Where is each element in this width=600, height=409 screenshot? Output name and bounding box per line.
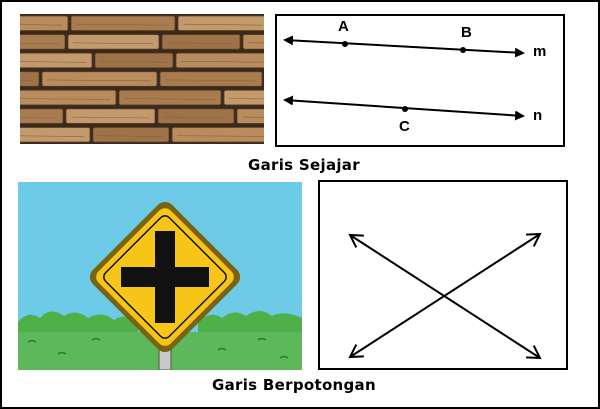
label-a: A: [338, 18, 349, 35]
caption-parallel: Garis Sejajar: [248, 156, 360, 174]
caption-intersecting: Garis Berpotongan: [212, 376, 376, 394]
label-c: C: [399, 118, 410, 135]
crossroad-sign-image: [18, 182, 302, 370]
parallel-lines-diagram: A B C m n: [275, 14, 565, 147]
wood-planks-image: [20, 14, 264, 144]
point-c: [402, 106, 408, 112]
line-intersect-2: [348, 232, 542, 359]
sign-cross-horizontal: [121, 267, 209, 287]
sign-diamond: [89, 201, 241, 353]
intersecting-lines-diagram: [318, 180, 568, 370]
line-m: [283, 35, 525, 58]
label-n: n: [533, 107, 542, 124]
intersect-diagram-border: [318, 180, 568, 370]
point-a: [342, 41, 348, 47]
label-m: m: [533, 43, 546, 60]
parallel-diagram-border: [275, 14, 565, 147]
label-b: B: [461, 24, 472, 41]
point-b: [460, 47, 466, 53]
